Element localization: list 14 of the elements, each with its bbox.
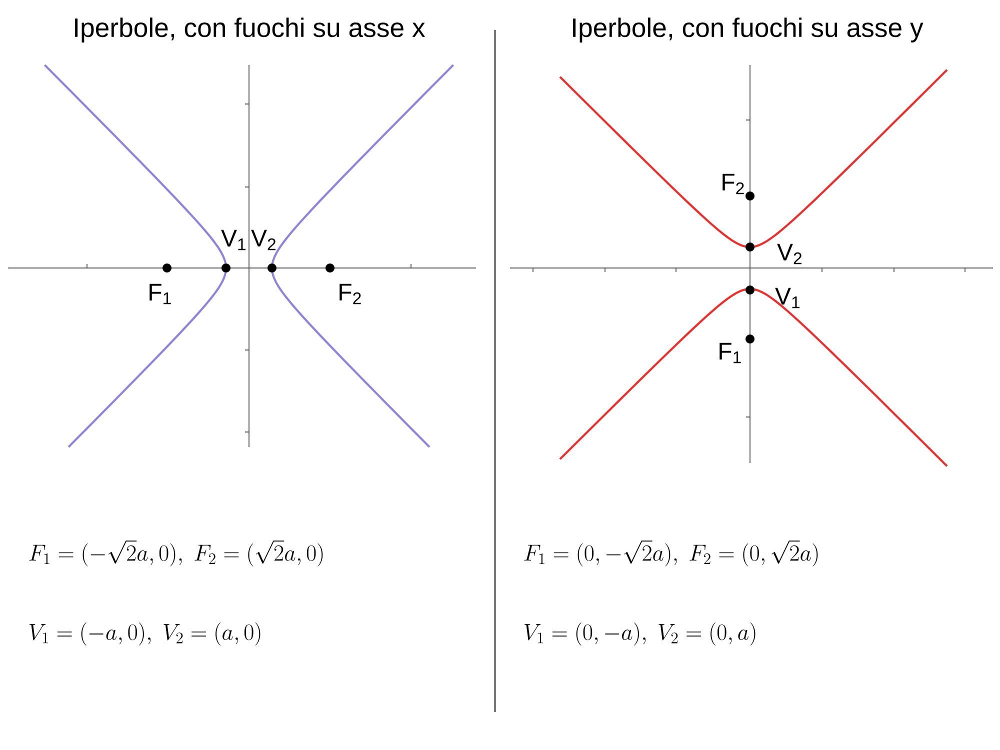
formula: $V_1 = (-a, 0),\ V_2 = (a, 0)$ [30, 622, 260, 646]
point-label: V$_{2}$ [251, 230, 276, 250]
panel-heading: Iperbole, con fuochi su asse x [75, 18, 426, 42]
point-label: F$_{1}$ [720, 342, 741, 364]
point-label: V$_{1}$ [775, 288, 800, 308]
formula: $F_1 = (-\sqrt{2}a, 0),\ F_2 = (\sqrt{2}a, 0)$ [29, 540, 323, 566]
point-label: V$_{2}$ [777, 244, 802, 264]
point-label: V$_{1}$ [221, 230, 246, 250]
point-label: F$_{2}$ [340, 284, 361, 304]
panel-heading: Iperbole, con fuochi su asse y [573, 18, 924, 42]
formula: $V_1 = (0, -a),\ V_2 = (0, a)$ [524, 622, 756, 646]
point-label: F$_{2}$ [722, 174, 744, 194]
formula: $F_1 = (0, -\sqrt{2}a),\ F_2 = (0, \sqrt{2}a)$ [524, 540, 818, 566]
point-label: F$_{1}$ [150, 284, 171, 304]
